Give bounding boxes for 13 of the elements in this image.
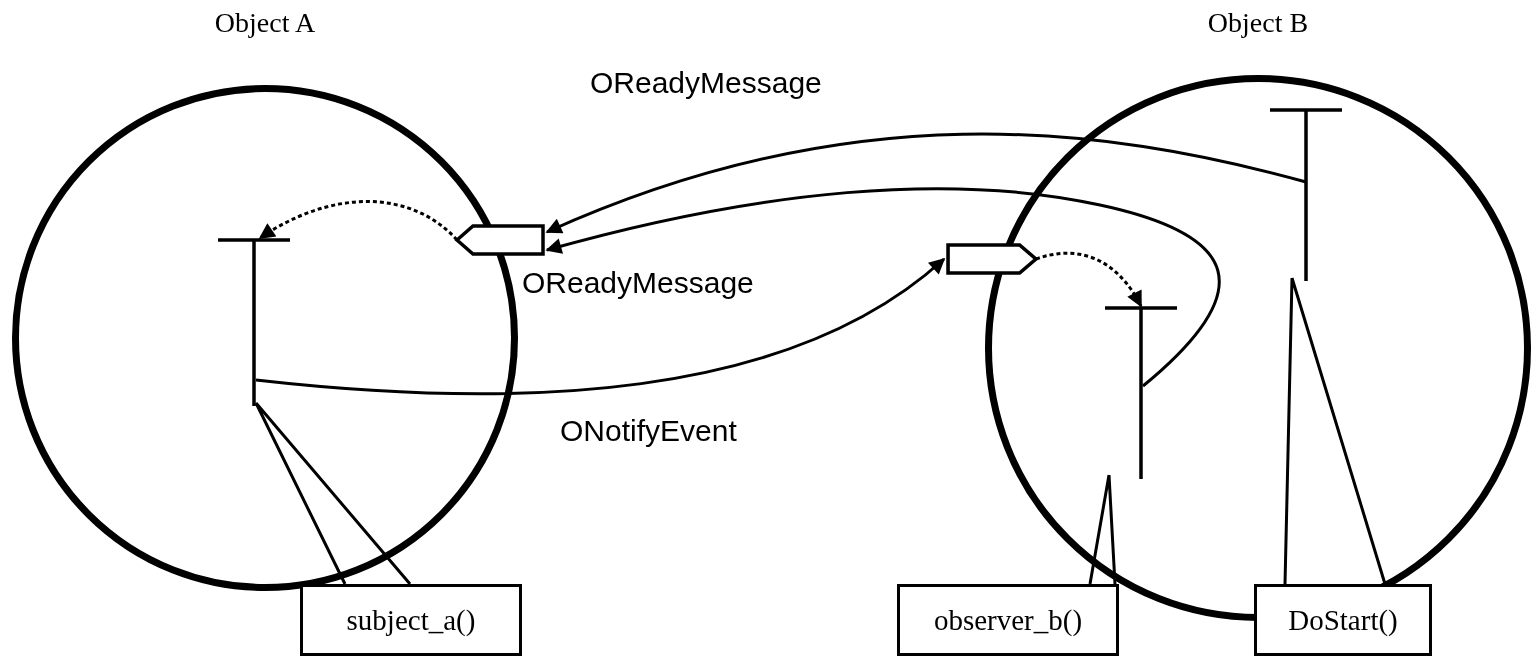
dashed-arrow [1035, 251, 1143, 308]
callout-box: observer_b() [897, 584, 1119, 656]
callout-box: subject_a() [300, 584, 522, 656]
leader-line [254, 401, 412, 586]
object-heading: Object B [1206, 7, 1310, 39]
arrow [255, 257, 946, 396]
object-heading: Object A [213, 7, 317, 39]
callout-box: DoStart() [1254, 584, 1432, 656]
leader-line [1283, 276, 1387, 586]
leader-line [1088, 473, 1117, 586]
arrow [545, 132, 1307, 234]
arrow [545, 187, 1221, 388]
dashed-arrow [258, 200, 459, 242]
